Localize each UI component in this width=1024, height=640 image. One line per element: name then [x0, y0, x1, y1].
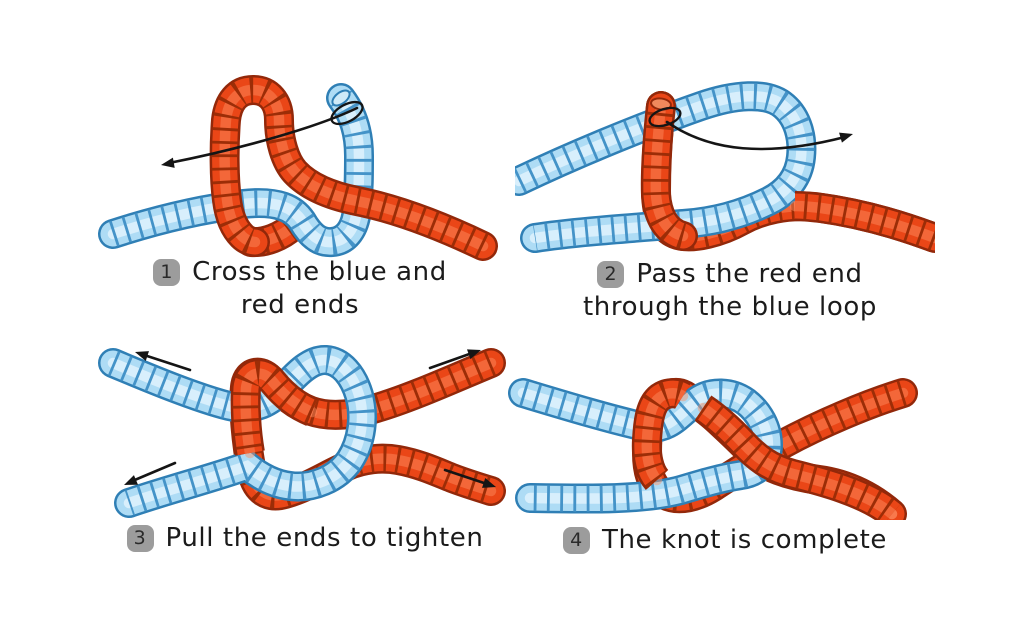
- curved-arrow-left-icon: [161, 106, 359, 168]
- step-1-caption-line-1: Cross the blue and: [192, 257, 447, 287]
- step-2-badge: 2: [597, 261, 625, 289]
- rope-wrap-loop-icon: [330, 100, 364, 126]
- step-3-illustration: [98, 345, 506, 518]
- rope-wrap-loop-icon: [648, 106, 682, 128]
- step-1-caption: 1 Cross the blue and red ends: [95, 257, 505, 321]
- step-4-illustration: [508, 377, 918, 520]
- step-2-caption: 2 Pass the red end through the blue loop: [515, 259, 945, 323]
- arrow-down-right-icon: [443, 468, 496, 488]
- step-2-illustration: [515, 81, 935, 253]
- step-2-caption-line-2: through the blue loop: [583, 291, 877, 322]
- step-2-caption-line-1: Pass the red end: [636, 259, 863, 289]
- step-4-caption-line-1: The knot is complete: [602, 525, 887, 555]
- arrow-up-left-icon: [135, 351, 192, 372]
- step-3-caption-line-1: Pull the ends to tighten: [165, 523, 484, 553]
- blue-rope-cut-end: [331, 89, 351, 107]
- arrow-down-left-icon: [124, 461, 177, 485]
- curved-arrow-right-icon: [665, 120, 853, 151]
- step-1-caption-line-2: red ends: [240, 289, 360, 320]
- step-4-badge: 4: [563, 527, 590, 555]
- arrow-up-right-icon: [428, 349, 481, 370]
- step-3-caption: 3 Pull the ends to tighten: [85, 523, 525, 554]
- step-1-illustration: [98, 74, 498, 261]
- step-4-caption: 4 The knot is complete: [505, 525, 945, 556]
- step-1-badge: 1: [153, 259, 181, 287]
- step-3-badge: 3: [126, 525, 154, 553]
